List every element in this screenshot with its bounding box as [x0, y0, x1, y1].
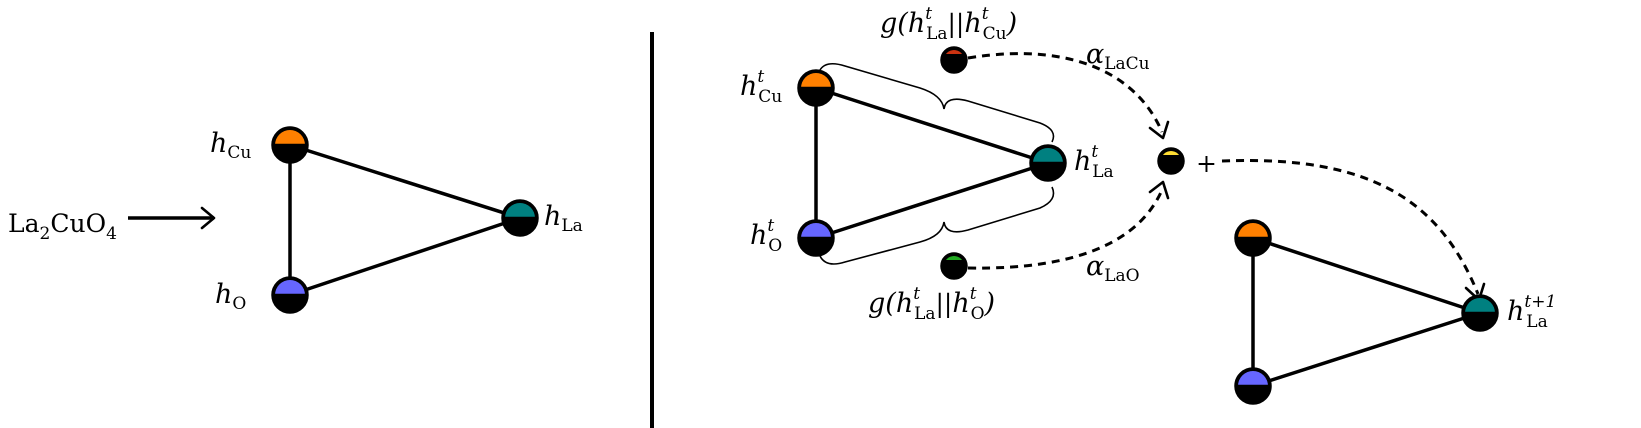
- input-arrow-head: [200, 206, 216, 230]
- node-la: [501, 199, 539, 237]
- edge-t1-cu-la: [1252, 236, 1481, 315]
- node-t-cu-cap: [801, 73, 831, 88]
- dashed-arrowhead-lacu: [1148, 120, 1170, 140]
- node-t1-o: [1234, 367, 1272, 405]
- message-node-lacu-cap: [945, 50, 963, 56]
- node-label-la: hLa: [544, 201, 583, 236]
- node-t-o: [797, 219, 835, 257]
- edge-o-la: [289, 216, 521, 297]
- node-t-la-cap: [1033, 148, 1063, 163]
- node-t1-cu-outline: [1234, 219, 1272, 257]
- plus-sign: +: [1196, 149, 1217, 178]
- brace-cu-la: [819, 62, 1055, 143]
- node-t1-la: [1461, 294, 1499, 332]
- attention-label-lao: αLaO: [1086, 251, 1140, 286]
- node-t-o-cap: [801, 223, 831, 238]
- node-cu-cap: [275, 130, 305, 145]
- node-t1-la-cap: [1465, 298, 1495, 313]
- attention-label-lacu: αLaCu: [1086, 39, 1150, 74]
- node-t1-o-cap: [1238, 371, 1268, 386]
- node-o-cap: [275, 280, 305, 295]
- node-t1-cu: [1234, 219, 1272, 257]
- node-t1-la-outline: [1461, 294, 1499, 332]
- node-la-cap: [505, 203, 535, 218]
- node-label-o: hO: [215, 279, 246, 314]
- formula-label: La2CuO4: [8, 209, 117, 244]
- node-cu-outline: [271, 126, 309, 164]
- dashed-arrow-lacu: [967, 52, 1164, 133]
- node-label-cu: hCu: [210, 128, 251, 163]
- edge-t-o-la: [815, 161, 1049, 240]
- aggregate-node-cap: [1162, 151, 1180, 157]
- brace-o-la: [819, 186, 1055, 265]
- node-o-outline: [271, 276, 309, 314]
- message-node-lacu-outline: [940, 46, 968, 74]
- dashed-arrow-output: [1221, 158, 1480, 295]
- node-t1-cu-cap: [1238, 223, 1268, 238]
- aggregate-node-outline: [1157, 147, 1185, 175]
- left-panel: La2CuO4 hCu hLa hO: [8, 126, 583, 314]
- node-la-outline: [501, 199, 539, 237]
- edge-cu-la: [289, 143, 521, 220]
- node-t-o-outline: [797, 219, 835, 257]
- dashed-arrow-lao: [967, 189, 1164, 270]
- dashed-arrowhead-lao: [1148, 180, 1170, 200]
- node-t-cu-outline: [797, 69, 835, 107]
- message-node-lacu: [940, 46, 968, 74]
- edge-t1-o-la: [1252, 311, 1481, 388]
- node-t-cu: [797, 69, 835, 107]
- message-node-lao: [940, 252, 968, 280]
- node-cu: [271, 126, 309, 164]
- message-node-lao-outline: [940, 252, 968, 280]
- node-t-la: [1029, 144, 1067, 182]
- node-t1-o-outline: [1234, 367, 1272, 405]
- node-t-la-outline: [1029, 144, 1067, 182]
- message-node-lao-cap: [945, 256, 963, 262]
- node-o: [271, 276, 309, 314]
- aggregate-node: [1157, 147, 1185, 175]
- edge-t-cu-la: [815, 86, 1049, 165]
